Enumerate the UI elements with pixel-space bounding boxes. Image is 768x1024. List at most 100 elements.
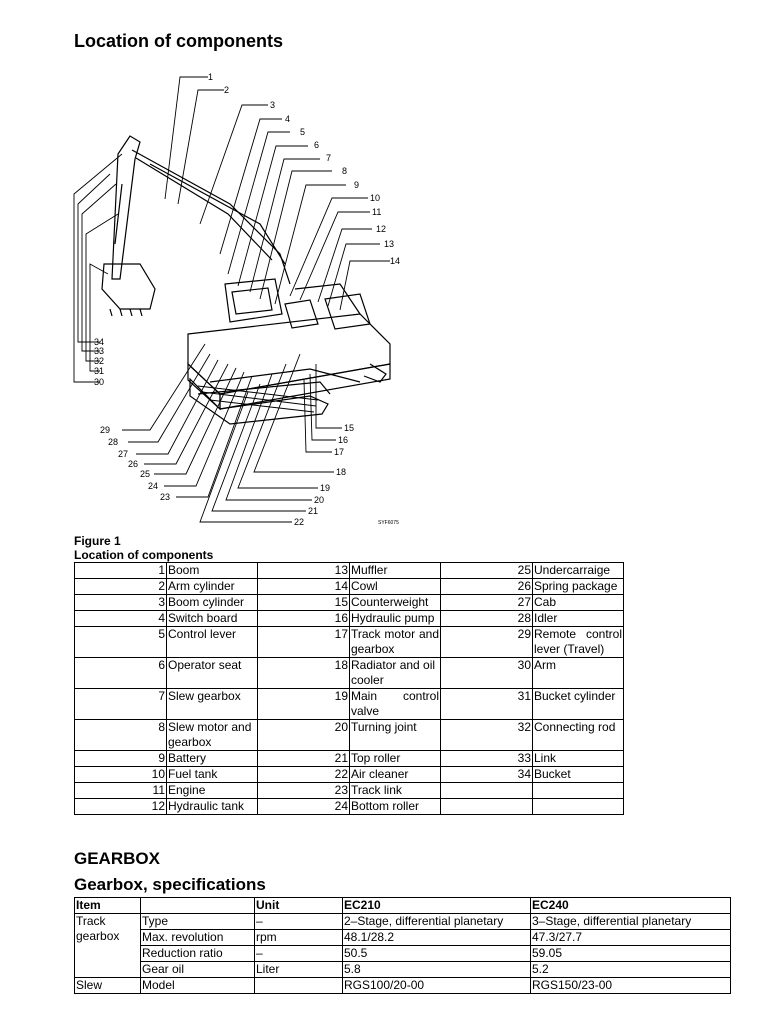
column-header: EC240: [530, 897, 731, 914]
component-name: Idler: [532, 610, 624, 627]
callout-4: 4: [285, 114, 290, 124]
component-number: 6: [74, 657, 167, 689]
callout-24: 24: [148, 481, 158, 491]
component-name: Control lever: [166, 626, 258, 658]
subsection-title: Gearbox, specifications: [74, 875, 266, 894]
component-number: 3: [74, 594, 167, 611]
excavator-diagram: 1 2 3 4 5 6 7 8 9 10 11 12 13 14 34 33 3…: [73, 72, 400, 527]
spec-ec210: RGS100/20-00: [342, 977, 531, 994]
figure-caption: Location of components: [74, 548, 214, 562]
component-name: Hydraulic tank: [166, 798, 258, 815]
callout-14: 14: [390, 256, 400, 266]
component-name: Slew motor and gearbox: [166, 719, 258, 751]
callout-leaders: [73, 76, 390, 523]
component-name: Air cleaner: [349, 766, 441, 783]
component-name: Boom: [166, 562, 258, 579]
component-name: Link: [532, 750, 624, 767]
callout-33: 33: [94, 346, 104, 356]
spec-ec240: RGS150/23-00: [530, 977, 731, 994]
component-name: Cowl: [349, 578, 441, 595]
component-name: Bottom roller: [349, 798, 441, 815]
component-name: Track motor and gearbox: [349, 626, 441, 658]
component-number: 1: [74, 562, 167, 579]
spec-ec210: 48.1/28.2: [342, 929, 531, 946]
component-name: Arm cylinder: [166, 578, 258, 595]
component-name: [532, 782, 624, 799]
column-header: [140, 897, 255, 914]
component-number: [440, 798, 533, 815]
spec-ec240: 3–Stage, differential planetary: [530, 913, 731, 930]
component-name: Battery: [166, 750, 258, 767]
component-number: 11: [74, 782, 167, 799]
section-title: GEARBOX: [74, 849, 160, 868]
callout-5: 5: [300, 127, 305, 137]
component-number: 16: [257, 610, 350, 627]
component-name: Boom cylinder: [166, 594, 258, 611]
callout-6: 6: [314, 140, 319, 150]
callout-2: 2: [224, 85, 229, 95]
component-name: Fuel tank: [166, 766, 258, 783]
component-number: 21: [257, 750, 350, 767]
component-number: 24: [257, 798, 350, 815]
component-number: 33: [440, 750, 533, 767]
item-group-cell: Track gearbox: [74, 913, 141, 978]
component-name: Top roller: [349, 750, 441, 767]
item-group-cell: Slew: [74, 977, 141, 994]
component-name: Bucket: [532, 766, 624, 783]
component-number: 32: [440, 719, 533, 751]
component-number: 8: [74, 719, 167, 751]
spec-ec240: 5.2: [530, 961, 731, 978]
callout-32: 32: [94, 356, 104, 366]
component-name: Remote control lever (Travel): [532, 626, 624, 658]
component-number: 20: [257, 719, 350, 751]
track-treads: [197, 385, 319, 413]
component-number: 4: [74, 610, 167, 627]
callout-10: 10: [370, 193, 380, 203]
component-name: Connecting rod: [532, 719, 624, 751]
figure-label: Figure 1: [74, 534, 121, 548]
component-name: Track link: [349, 782, 441, 799]
component-name: Slew gearbox: [166, 688, 258, 720]
component-name: Arm: [532, 657, 624, 689]
component-name: Counterweight: [349, 594, 441, 611]
callout-3: 3: [270, 100, 275, 110]
component-name: Main control valve: [349, 688, 441, 720]
component-number: 22: [257, 766, 350, 783]
spec-unit: –: [254, 913, 343, 930]
component-number: 14: [257, 578, 350, 595]
spec-unit: –: [254, 945, 343, 962]
spec-param: Gear oil: [140, 961, 255, 978]
component-number: 12: [74, 798, 167, 815]
component-number: 19: [257, 688, 350, 720]
spec-ec240: 47.3/27.7: [530, 929, 731, 946]
component-number: 10: [74, 766, 167, 783]
component-name: Engine: [166, 782, 258, 799]
component-number: 17: [257, 626, 350, 658]
component-number: 28: [440, 610, 533, 627]
callout-30: 30: [94, 377, 104, 387]
callout-11: 11: [372, 207, 381, 217]
component-number: 23: [257, 782, 350, 799]
callout-8: 8: [342, 166, 347, 176]
callout-22: 22: [294, 517, 304, 527]
spec-param: Max. revolution: [140, 929, 255, 946]
spec-unit: [254, 977, 343, 994]
column-header: Item: [74, 897, 141, 914]
callout-17: 17: [334, 447, 344, 457]
component-name: Cab: [532, 594, 624, 611]
